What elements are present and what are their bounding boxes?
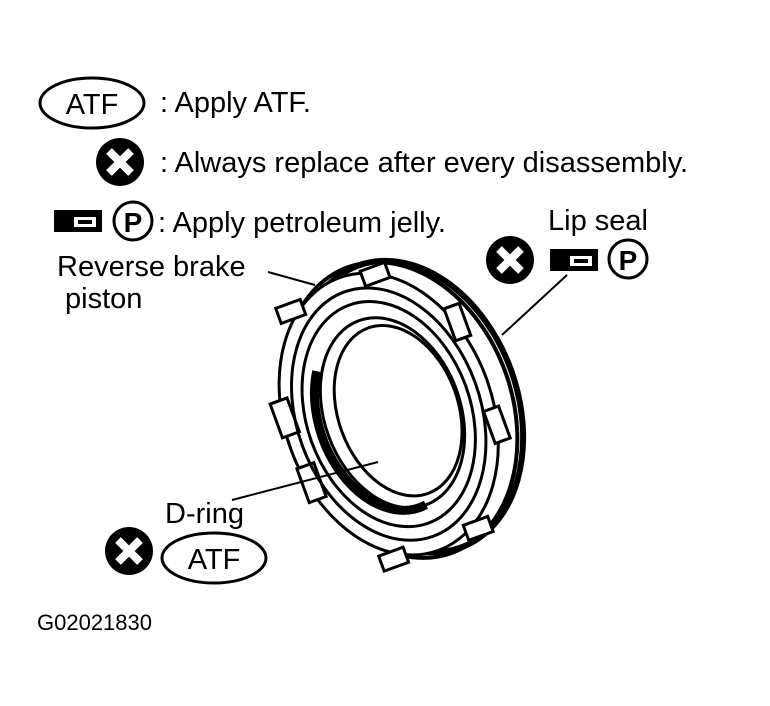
p-circle-icon xyxy=(112,200,154,242)
d-ring-leader-line xyxy=(231,461,379,501)
piston-detail-ring-2 xyxy=(300,300,477,529)
legend-jelly-row: P : Apply petroleum jelly. xyxy=(54,200,446,242)
atf-badge-text: ATF xyxy=(66,89,119,121)
lip-seal-replace-x-icon xyxy=(486,236,534,284)
reverse-brake-label-line1: Reverse brake xyxy=(57,251,246,283)
lip-seal-leader-line xyxy=(501,274,568,336)
piston-tab xyxy=(461,514,496,543)
piston-tab xyxy=(376,545,411,574)
legend-jelly-text: : Apply petroleum jelly. xyxy=(158,207,446,239)
d-ring-inner-edge xyxy=(332,323,464,498)
jelly-badge-text: P xyxy=(124,207,143,238)
reverse-brake-leader-line xyxy=(267,271,316,286)
d-ring-replace-x-icon xyxy=(105,527,153,575)
d-ring-label: D-ring xyxy=(165,498,244,530)
reverse-brake-piston-drawing xyxy=(268,257,527,574)
d-ring-atf-oval-icon xyxy=(160,531,268,585)
legend-atf-text: : Apply ATF. xyxy=(160,87,311,119)
piston-tab xyxy=(358,260,392,289)
petroleum-jelly-icon xyxy=(54,210,102,232)
lip-seal-petroleum-jelly-icon xyxy=(550,249,598,271)
lip-seal-badge-text: P xyxy=(619,245,638,276)
d-ring-band xyxy=(309,370,429,515)
piston-detail-ring-1 xyxy=(290,286,488,542)
legend-atf-row: ATF : Apply ATF. xyxy=(38,76,311,130)
reverse-brake-label-line2: piston xyxy=(65,283,142,315)
piston-tab xyxy=(442,301,473,343)
d-ring-atf-text: ATF xyxy=(188,544,241,576)
lip-seal-label: Lip seal xyxy=(548,205,648,237)
replace-x-icon xyxy=(96,138,144,186)
figure-id: G02021830 xyxy=(37,610,152,635)
piston-tabs xyxy=(268,260,513,574)
legend-replace-row: : Always replace after every disassembly… xyxy=(96,138,688,186)
legend-replace-text: : Always replace after every disassembly… xyxy=(160,147,688,179)
piston-tab xyxy=(273,297,308,326)
atf-oval-icon xyxy=(38,76,146,130)
lip-seal-p-circle-icon xyxy=(607,238,649,280)
piston-tab xyxy=(481,404,513,446)
